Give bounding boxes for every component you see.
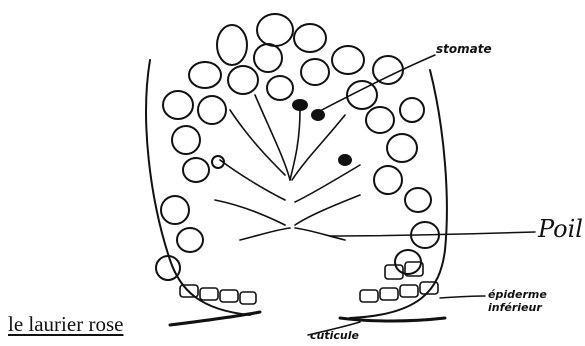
poil-leader <box>330 232 535 236</box>
hairs <box>215 95 360 240</box>
label-cuticule: cuticule <box>310 329 359 342</box>
label-poil: Poil <box>538 215 583 243</box>
label-epiderme: épiderme inférieur <box>488 288 547 314</box>
label-stomate: stomate <box>436 42 492 56</box>
label-epiderme-line2: inférieur <box>488 301 547 314</box>
caption: le laurier rose <box>8 312 123 337</box>
stomate-leader <box>318 55 435 112</box>
label-epiderme-line1: épiderme <box>488 288 547 301</box>
cuticle <box>170 312 445 325</box>
epidermis-cells <box>180 262 438 304</box>
epiderme-leader <box>440 296 485 298</box>
